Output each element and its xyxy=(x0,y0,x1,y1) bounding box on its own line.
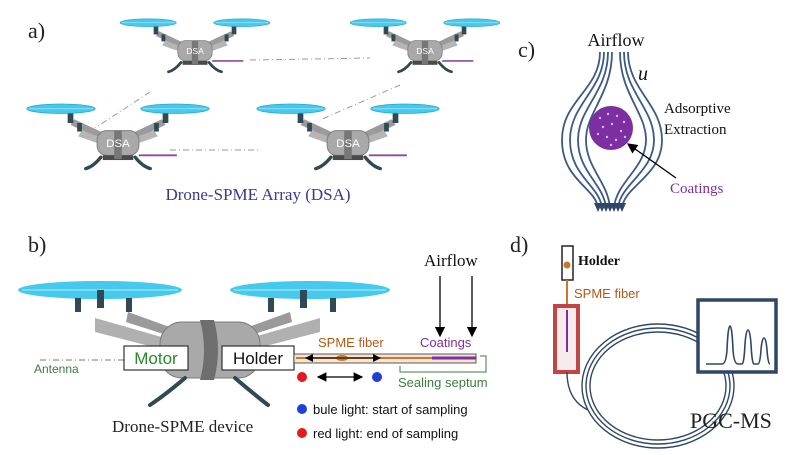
array-drone-4: DSA xyxy=(256,103,440,171)
adsorptive-line-2: Extraction xyxy=(664,122,727,138)
motor-label: Motor xyxy=(134,349,178,368)
coating-dots xyxy=(596,112,627,147)
gc-column xyxy=(566,323,735,449)
drone-badge: DSA xyxy=(186,46,204,56)
panel-b-label: b) xyxy=(28,232,46,257)
panel-a: a) DSA DSA xyxy=(26,18,501,204)
drone-badge: DSA xyxy=(416,46,434,56)
motor-box xyxy=(123,345,189,371)
panel-d: d) Holder SPME fiber PGC-MS xyxy=(510,232,778,449)
red-light xyxy=(297,372,307,382)
holder-label: Holder xyxy=(233,349,283,368)
spme-fiber-label: SPME fiber xyxy=(318,335,384,350)
ms-detector xyxy=(696,298,778,374)
panel-a-label: a) xyxy=(28,18,45,43)
array-drone-2: DSA xyxy=(349,18,501,74)
panel-c: c) Airflow u xyxy=(518,30,731,212)
airflow-label-b: Airflow xyxy=(424,251,479,270)
legend-blue-text: bule light: start of sampling xyxy=(313,402,468,417)
holder-label-d: Holder xyxy=(578,254,620,269)
panel-c-label: c) xyxy=(518,37,535,62)
chromatogram xyxy=(706,325,771,365)
stream-arrowheads xyxy=(594,203,626,212)
velocity-symbol: u xyxy=(638,63,648,85)
sealing-septum-label: Sealing septum xyxy=(398,375,488,390)
panel-b: b) Antenna Motor Holder xyxy=(18,232,488,441)
panel-d-label: d) xyxy=(510,232,528,257)
array-drone-3: DSA xyxy=(26,103,210,171)
streamlines xyxy=(561,51,663,209)
adsorptive-line-1: Adsorptive xyxy=(664,101,731,117)
drone-badge: DSA xyxy=(336,138,360,150)
legend-blue-dot xyxy=(297,404,307,414)
leg-left xyxy=(148,376,187,407)
device-caption: Drone-SPME device xyxy=(112,417,253,436)
coating-particle xyxy=(589,106,633,150)
leg-right xyxy=(233,376,270,407)
coatings-label: Coatings xyxy=(420,335,472,350)
array-caption: Drone-SPME Array (DSA) xyxy=(165,185,350,204)
array-drone-1: DSA xyxy=(119,18,271,74)
instrument-label: PGC-MS xyxy=(690,408,772,433)
airflow-label-c: Airflow xyxy=(588,30,645,50)
spme-fiber-label-d: SPME fiber xyxy=(574,286,640,301)
antenna-label: Antenna xyxy=(34,362,79,376)
blue-light xyxy=(372,372,382,382)
drone-badge: DSA xyxy=(106,138,130,150)
array-links xyxy=(94,57,401,151)
legend-red-dot xyxy=(297,428,307,438)
holder-box xyxy=(221,345,295,371)
coatings-label-c: Coatings xyxy=(670,181,723,197)
coatings-pointer xyxy=(626,143,677,179)
legend-red-text: red light: end of sampling xyxy=(313,426,458,441)
